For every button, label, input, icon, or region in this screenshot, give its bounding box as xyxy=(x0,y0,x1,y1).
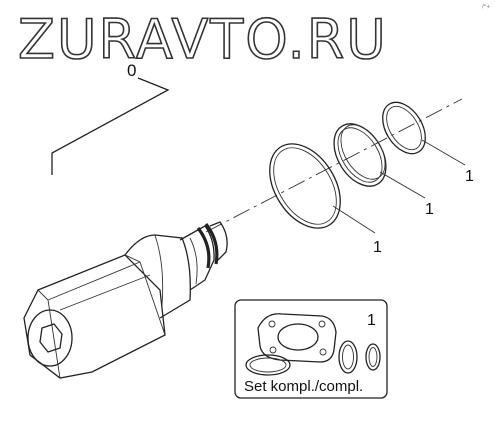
valve-cartridge xyxy=(23,221,228,379)
kit-flat-ring xyxy=(245,354,291,376)
flange-hole-tl xyxy=(268,320,276,328)
backup-ring: 1 xyxy=(333,123,434,218)
assembly-leader-line xyxy=(51,77,170,175)
kit-o-ring-large xyxy=(338,340,358,374)
small-ring-leader xyxy=(421,139,466,166)
kit-o-ring-small xyxy=(365,343,381,371)
flange-hole-bl xyxy=(269,346,277,354)
assembly-callout-label: 0 xyxy=(127,61,136,80)
flange-gasket xyxy=(257,313,337,363)
large-seal-ring: 1 xyxy=(269,143,382,256)
center-axis xyxy=(205,98,463,233)
hex-body xyxy=(23,254,166,379)
flange-hole-tr xyxy=(318,320,326,328)
valve-neck xyxy=(124,234,191,319)
seal-kit-frame xyxy=(234,299,388,399)
large-ring-callout: 1 xyxy=(373,239,382,256)
seal-kit-label: Set kompl./compl. xyxy=(244,378,363,395)
large-ring-leader xyxy=(332,205,376,234)
mid-ring-leader xyxy=(379,171,426,199)
flange-hole-br xyxy=(319,348,327,356)
seal-kit-number: 1 xyxy=(367,312,376,329)
small-ring-callout: 1 xyxy=(465,168,474,185)
small-o-ring: 1 xyxy=(382,101,474,185)
corner-mark: /*+ xyxy=(482,4,490,10)
assembly-callout: 0 xyxy=(51,61,170,175)
seal-kit-box: 1 Set kompl./compl. xyxy=(234,299,388,399)
hex-face xyxy=(27,309,73,367)
valve-stem xyxy=(179,225,215,291)
hex-socket-icon xyxy=(39,323,63,353)
stem-o-ring xyxy=(196,227,211,269)
watermark-text: ZURAVTO.RU xyxy=(18,8,388,71)
flange-gasket-bore xyxy=(277,323,319,351)
valve-tip xyxy=(209,221,228,261)
mid-ring-callout: 1 xyxy=(425,201,434,218)
